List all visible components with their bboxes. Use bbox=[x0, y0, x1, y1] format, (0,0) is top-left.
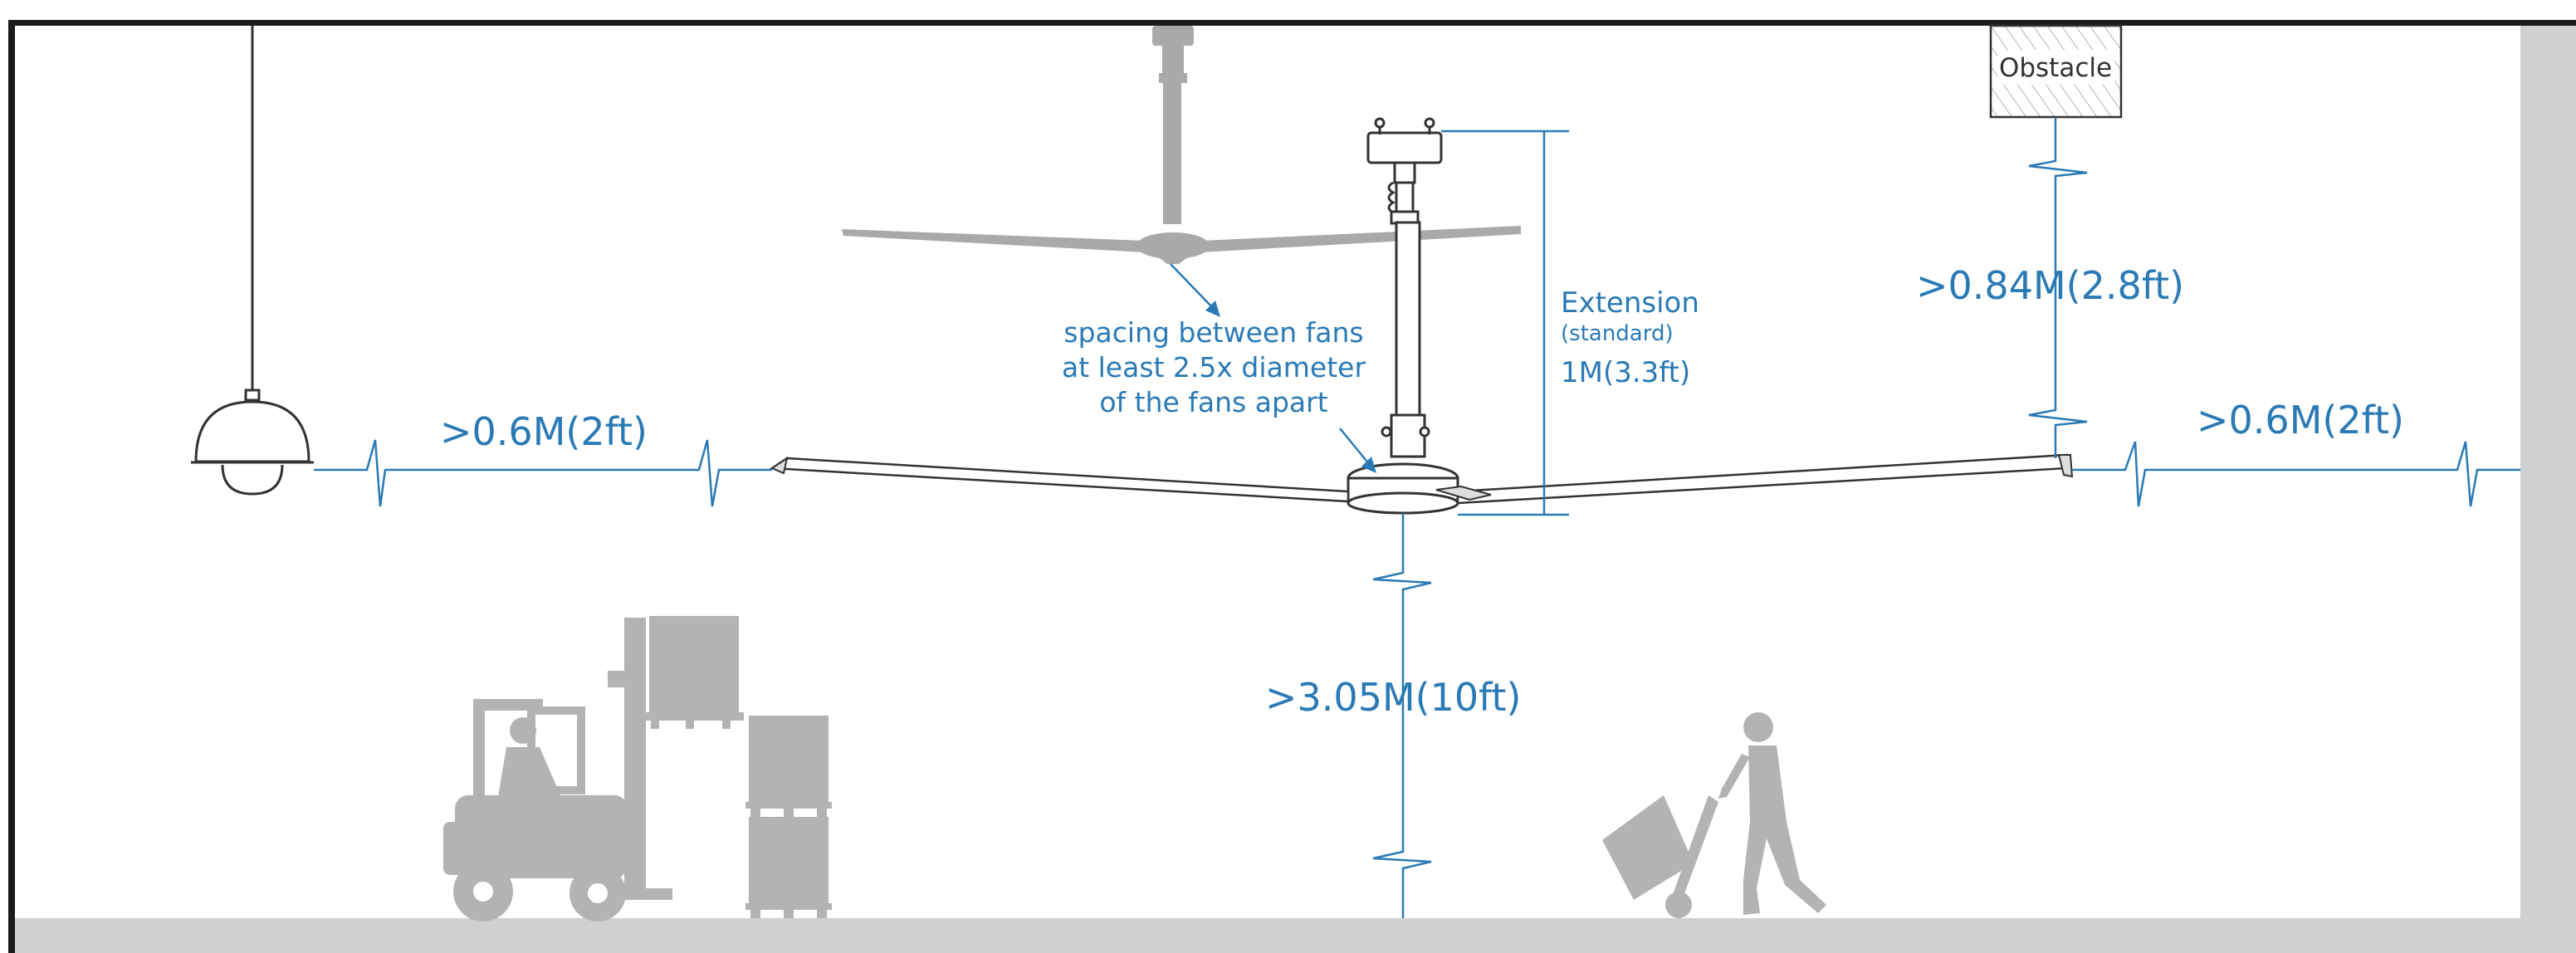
arrow-heads bbox=[1205, 301, 1376, 473]
obstacle-box-icon: Obstacle bbox=[1989, 24, 2123, 119]
forklift-icon bbox=[443, 616, 744, 921]
spacing-arrow-line bbox=[1170, 263, 1215, 310]
floor-clearance-label: >3.05M(10ft) bbox=[1265, 675, 1522, 720]
spacing-arrow-line-2 bbox=[1339, 428, 1371, 466]
top-clearance-label: >0.84M(2.8ft) bbox=[1916, 263, 2184, 308]
top-clearance-line bbox=[2028, 117, 2088, 458]
extension-subtitle: (standard) bbox=[1561, 321, 1674, 346]
floor-clearance-line bbox=[1372, 513, 1432, 918]
pendant-lamp-icon bbox=[191, 26, 314, 496]
dimension-lines bbox=[314, 117, 2520, 918]
left-clearance-label: >0.6M(2ft) bbox=[440, 409, 648, 454]
right-wall bbox=[2520, 26, 2576, 953]
extension-title: Extension bbox=[1561, 286, 1699, 320]
spacing-note-line-1: spacing between fans bbox=[1063, 316, 1363, 349]
left-clearance-line bbox=[314, 439, 772, 507]
right-clearance-line bbox=[2072, 441, 2520, 507]
left-wall bbox=[8, 20, 15, 953]
worker-hand-truck-icon bbox=[1602, 712, 1826, 918]
spacing-note-line-3: of the fans apart bbox=[1099, 386, 1327, 418]
obstacle-label: Obstacle bbox=[1999, 53, 2112, 83]
extension-value: 1M(3.3ft) bbox=[1561, 356, 1690, 389]
right-clearance-label: >0.6M(2ft) bbox=[2197, 398, 2404, 442]
ceiling-fan-icon bbox=[842, 26, 1521, 264]
pallet-stack-icon bbox=[745, 716, 832, 918]
extension-dimension-line bbox=[1441, 130, 1569, 516]
floor bbox=[15, 918, 2576, 953]
ceiling-line bbox=[8, 20, 2576, 26]
spacing-note-line-2: at least 2.5x diameter bbox=[1062, 351, 1366, 384]
hvls-fan-icon bbox=[769, 117, 2074, 515]
dimension-labels: >0.6M(2ft) >0.6M(2ft) >0.84M(2.8ft) >3.0… bbox=[440, 263, 2404, 720]
